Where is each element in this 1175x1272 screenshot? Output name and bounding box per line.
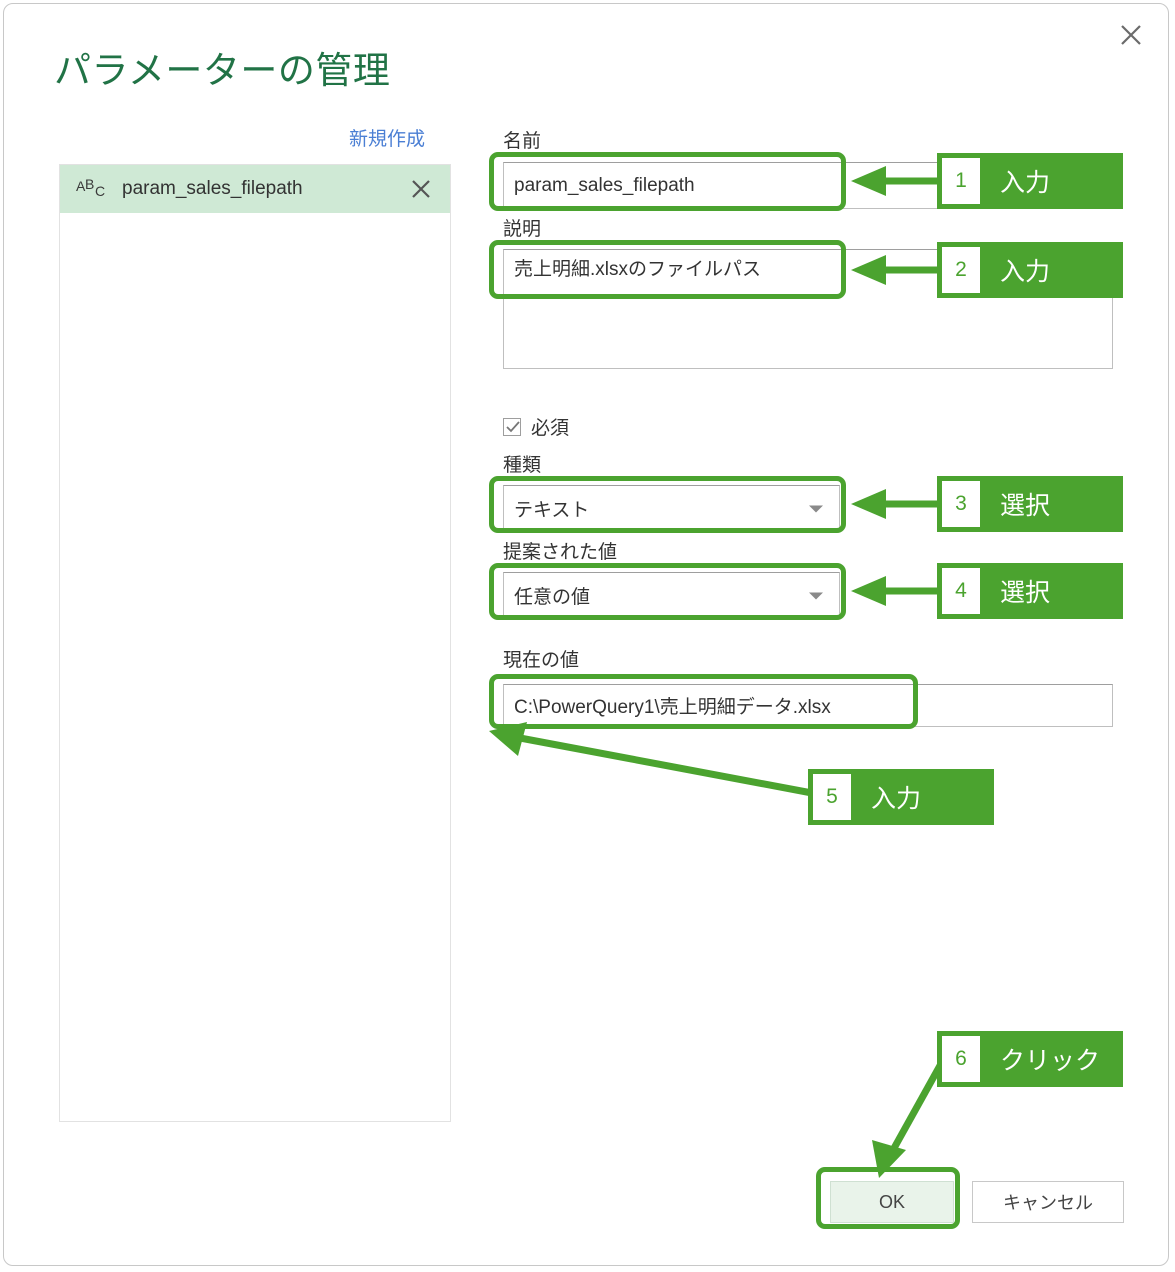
new-parameter-link[interactable]: 新規作成: [349, 129, 426, 150]
type-select[interactable]: テキスト: [503, 485, 840, 532]
current-value-label: 現在の値: [503, 650, 580, 671]
name-label: 名前: [503, 131, 542, 152]
required-checkbox[interactable]: 必須: [503, 413, 569, 440]
close-icon: [412, 180, 430, 198]
type-select-value: テキスト: [514, 500, 590, 521]
required-checkbox-label: 必須: [531, 418, 570, 439]
suggested-value-select[interactable]: 任意の値: [503, 572, 840, 619]
list-item-remove-button[interactable]: [410, 178, 432, 200]
description-input[interactable]: 売上明細.xlsxのファイルパス: [503, 249, 1113, 369]
description-label: 説明: [503, 219, 542, 240]
cancel-button[interactable]: キャンセル: [972, 1181, 1124, 1223]
dialog-close-button[interactable]: [1108, 14, 1154, 56]
current-value-input[interactable]: C:\PowerQuery1\売上明細データ.xlsx: [503, 684, 1113, 727]
name-input[interactable]: param_sales_filepath: [503, 162, 1113, 209]
checkbox-box: [503, 417, 521, 436]
dialog-title: パラメーターの管理: [54, 50, 391, 91]
type-label: 種類: [503, 455, 542, 476]
close-icon: [1121, 25, 1141, 45]
suggested-value-select-value: 任意の値: [514, 587, 591, 608]
suggested-label: 提案された値: [503, 542, 618, 563]
list-item-label: param_sales_filepath: [122, 178, 303, 199]
check-icon: [506, 420, 520, 432]
chevron-down-icon: [809, 505, 823, 512]
chevron-down-icon: [809, 592, 823, 599]
ok-button[interactable]: OK: [830, 1181, 954, 1223]
